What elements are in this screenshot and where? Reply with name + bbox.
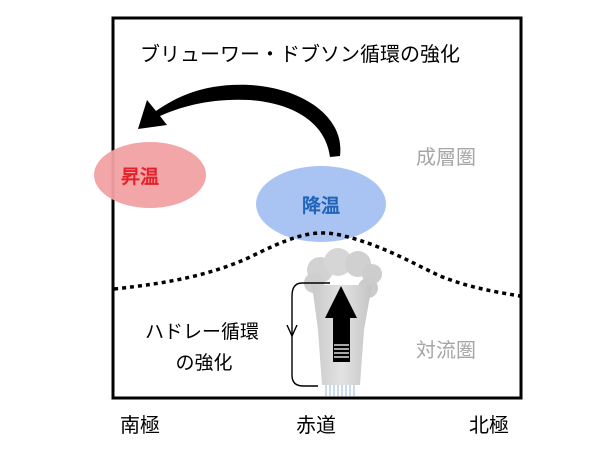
south-pole-label: 南極 bbox=[120, 413, 160, 437]
equator-label: 赤道 bbox=[296, 413, 336, 437]
warming-label: 昇温 bbox=[121, 166, 159, 188]
north-pole-label: 北極 bbox=[469, 413, 509, 437]
hadley-label-line2: の強化 bbox=[175, 352, 232, 374]
tropopause-line bbox=[113, 231, 521, 298]
cooling-region bbox=[256, 166, 386, 242]
troposphere-label: 対流圏 bbox=[416, 338, 476, 362]
hadley-label-line1: ハドレー循環 bbox=[145, 321, 259, 343]
hadley-loop-arrowhead bbox=[286, 324, 298, 338]
diagram-title: ブリューワー・ドブソン循環の強化 bbox=[140, 42, 460, 66]
warming-region bbox=[94, 142, 206, 208]
brewer-dobson-arrow bbox=[138, 84, 341, 157]
cooling-label: 降温 bbox=[302, 194, 340, 217]
updraft-arrow bbox=[325, 286, 357, 362]
diagram-frame bbox=[111, 16, 523, 400]
stratosphere-label: 成層圏 bbox=[416, 145, 476, 169]
